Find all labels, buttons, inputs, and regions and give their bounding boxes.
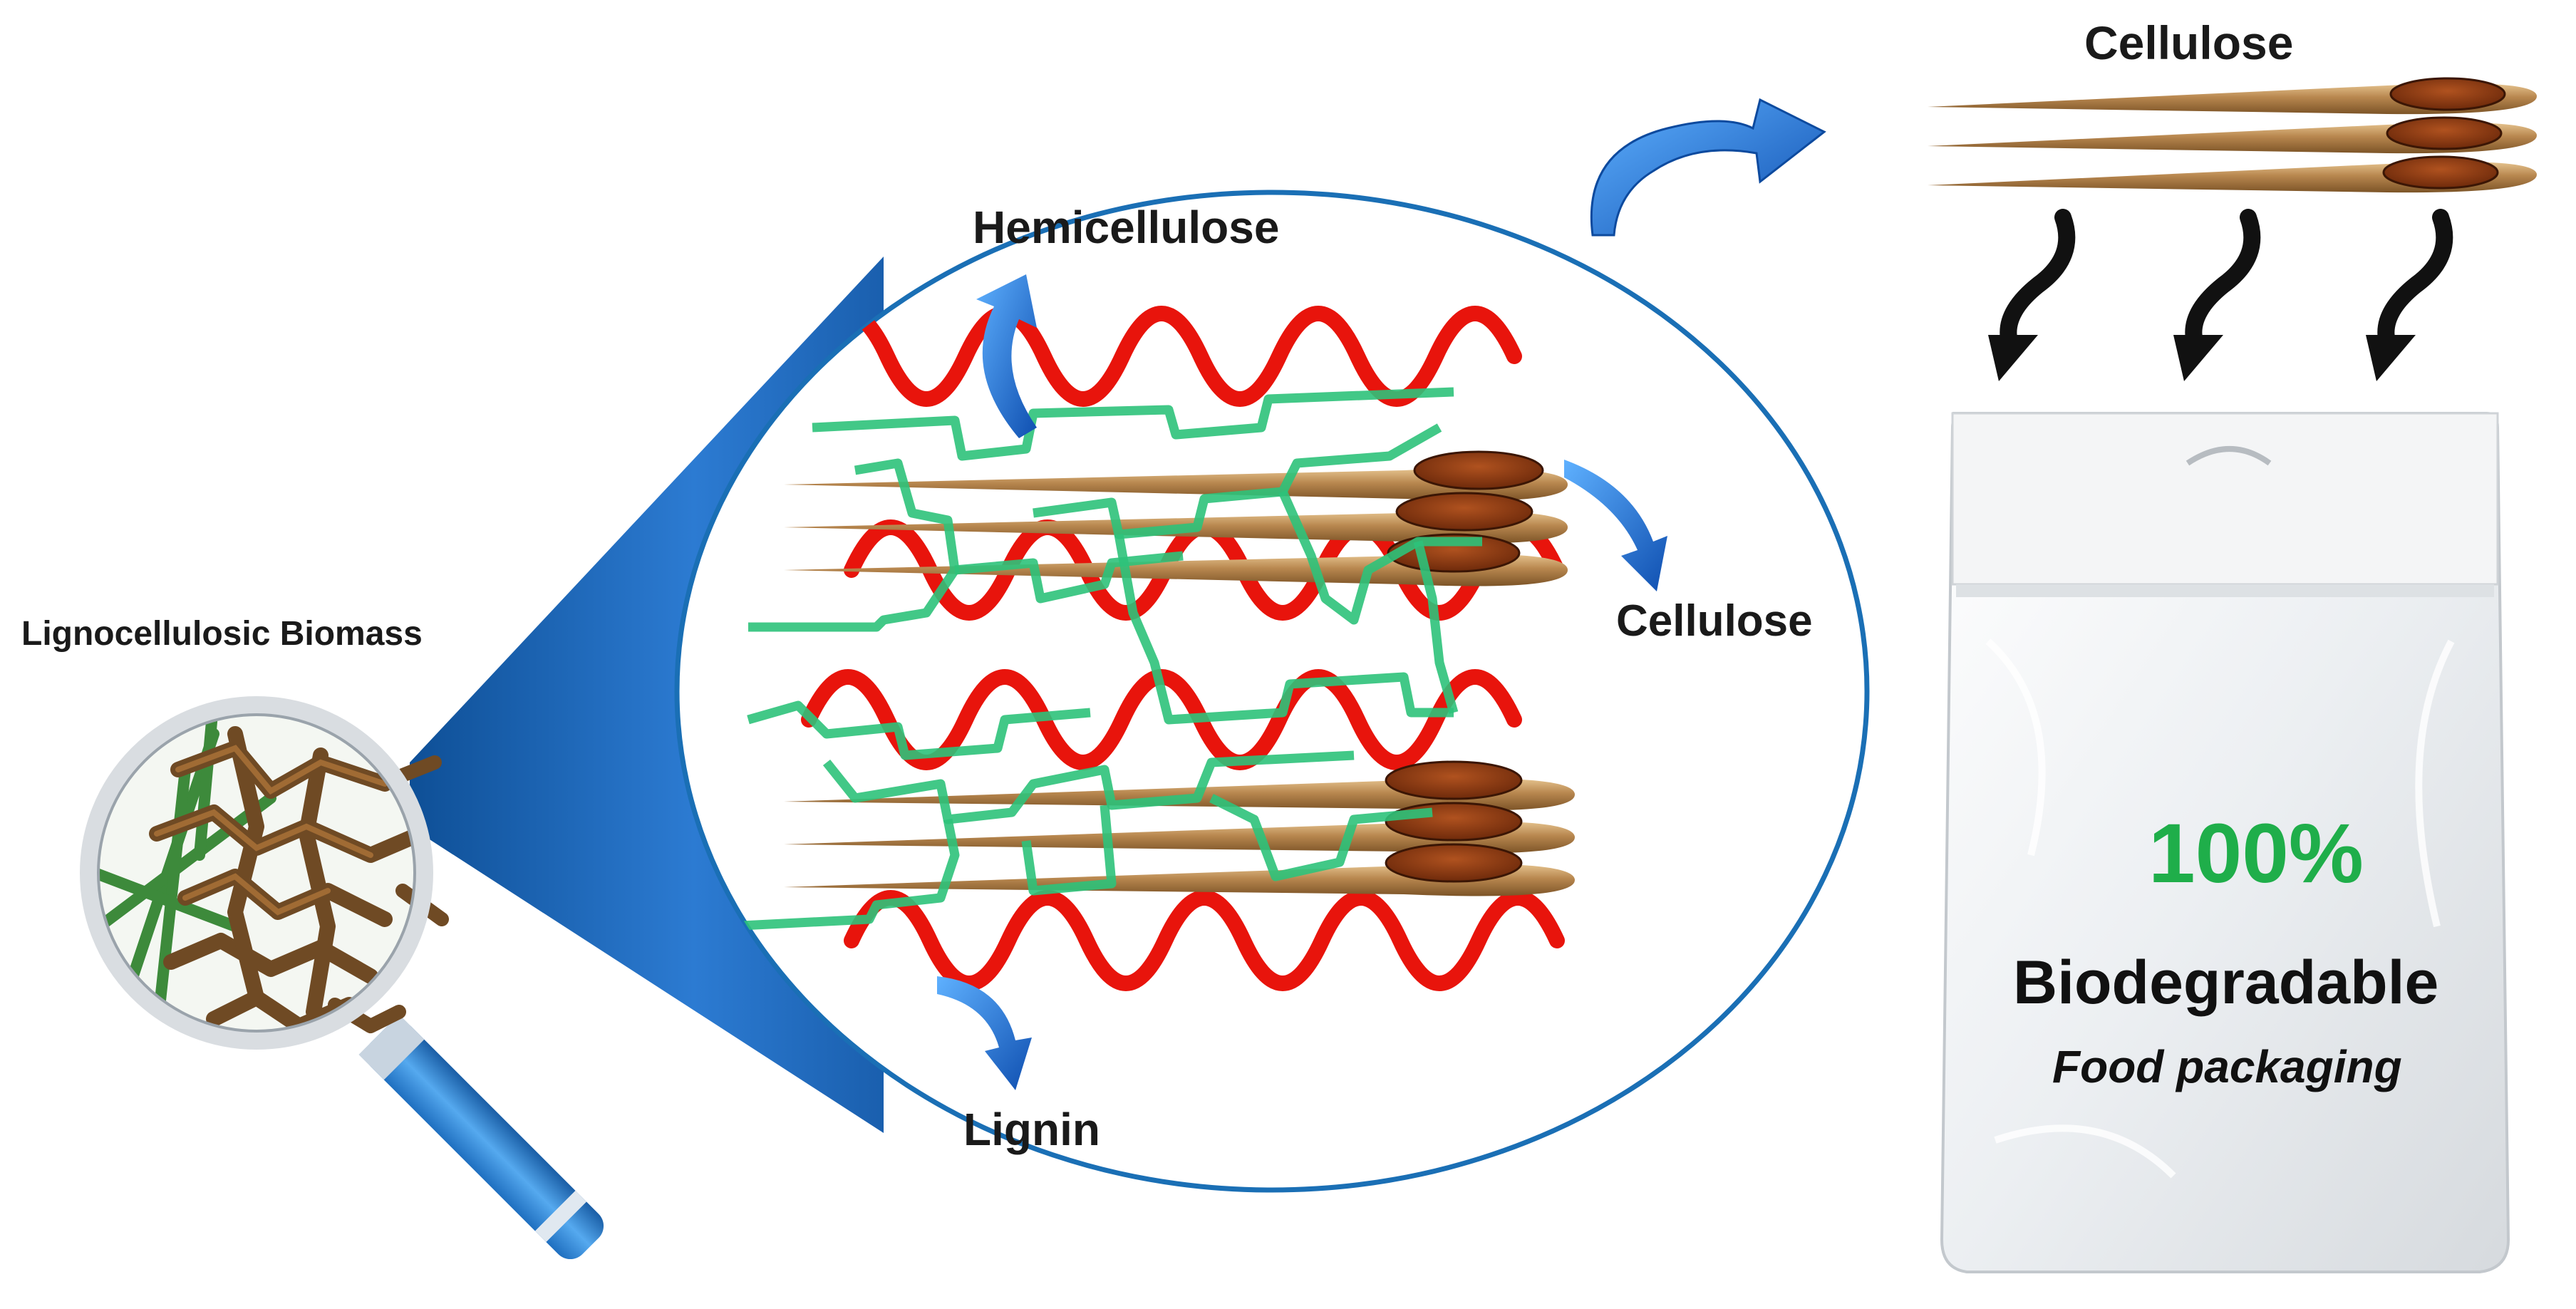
- hemicellulose-label: Hemicellulose: [973, 202, 1280, 253]
- plastic-bag-icon: [1940, 412, 2510, 1273]
- lignin-label: Lignin: [963, 1104, 1100, 1155]
- cellulose-label: Cellulose: [1616, 596, 1813, 646]
- cellulose-bundle-extracted: [1928, 77, 2537, 193]
- bag-title: Biodegradable: [2013, 948, 2439, 1017]
- cellulose-bundle-bottom: [784, 760, 1575, 896]
- process-arrows: [2000, 209, 2453, 351]
- curved-arrow-icon: [1590, 98, 1826, 237]
- curved-arrow-icon: [937, 274, 1667, 1090]
- extracted-cellulose-label: Cellulose: [2084, 16, 2294, 69]
- magnifier-icon: [80, 696, 604, 1260]
- lignin-network: [726, 387, 1482, 931]
- bag-subtitle: Food packaging: [2052, 1041, 2402, 1092]
- lignocellulose-structure-circle: [674, 190, 1870, 1193]
- biodegradable-percent: 100%: [2148, 807, 2364, 901]
- biomass-label: Lignocellulosic Biomass: [21, 615, 423, 653]
